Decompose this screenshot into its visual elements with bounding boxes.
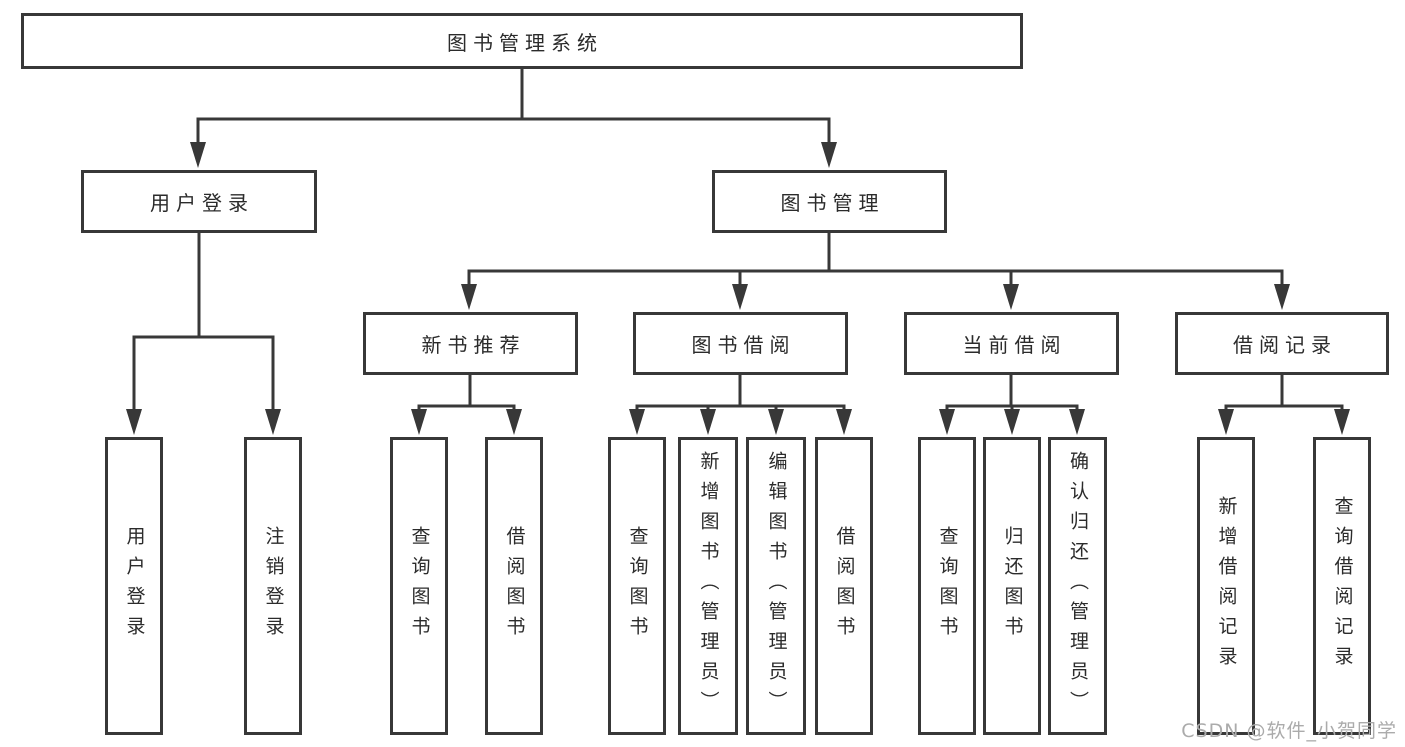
node-borrow-book-borrowing: 借阅图书 [815, 437, 873, 735]
node-user-login: 用户登录 [105, 437, 163, 735]
node-logout-label: 注销登录 [262, 526, 285, 646]
node-add-borrow-record-label: 新增借阅记录 [1215, 496, 1238, 676]
node-logout: 注销登录 [244, 437, 302, 735]
node-return-book-label: 归还图书 [1001, 526, 1024, 646]
node-confirm-return-admin-label: 确认归还（管理员） [1066, 451, 1089, 721]
node-borrow-book-borrowing-label: 借阅图书 [833, 526, 856, 646]
node-query-borrow-record: 查询借阅记录 [1313, 437, 1371, 735]
node-query-book-current-label: 查询图书 [936, 526, 959, 646]
node-book-management: 图书管理 [712, 170, 947, 233]
node-add-book-admin-label: 新增图书（管理员） [697, 451, 720, 721]
node-borrow-book-recommend: 借阅图书 [485, 437, 543, 735]
node-current-borrowing: 当前借阅 [904, 312, 1119, 375]
node-query-book-current: 查询图书 [918, 437, 976, 735]
node-confirm-return-admin: 确认归还（管理员） [1048, 437, 1107, 735]
node-user-login-group-label: 用户登录 [150, 191, 254, 215]
node-query-book-borrowing-label: 查询图书 [626, 526, 649, 646]
node-user-login-group: 用户登录 [81, 170, 317, 233]
node-borrowing-records: 借阅记录 [1175, 312, 1389, 375]
node-borrow-book-recommend-label: 借阅图书 [503, 526, 526, 646]
node-add-borrow-record: 新增借阅记录 [1197, 437, 1255, 735]
node-book-borrowing: 图书借阅 [633, 312, 848, 375]
node-edit-book-admin: 编辑图书（管理员） [746, 437, 806, 735]
node-edit-book-admin-label: 编辑图书（管理员） [765, 451, 788, 721]
node-borrowing-records-label: 借阅记录 [1233, 333, 1337, 357]
node-query-book-recommend: 查询图书 [390, 437, 448, 735]
node-library-system-label: 图书管理系统 [447, 30, 603, 55]
watermark: CSDN @软件_小贺同学 [1181, 720, 1397, 742]
node-library-system: 图书管理系统 [21, 13, 1023, 69]
node-new-book-recommendation: 新书推荐 [363, 312, 578, 375]
node-query-book-recommend-label: 查询图书 [408, 526, 431, 646]
node-book-borrowing-label: 图书借阅 [691, 333, 796, 357]
node-book-management-label: 图书管理 [780, 191, 885, 215]
node-current-borrowing-label: 当前借阅 [962, 333, 1067, 357]
arrowheads [126, 142, 1350, 435]
node-new-book-recommendation-label: 新书推荐 [421, 333, 526, 357]
node-return-book: 归还图书 [983, 437, 1041, 735]
node-query-borrow-record-label: 查询借阅记录 [1331, 496, 1354, 676]
node-query-book-borrowing: 查询图书 [608, 437, 666, 735]
node-user-login-label: 用户登录 [123, 526, 146, 646]
node-add-book-admin: 新增图书（管理员） [678, 437, 738, 735]
